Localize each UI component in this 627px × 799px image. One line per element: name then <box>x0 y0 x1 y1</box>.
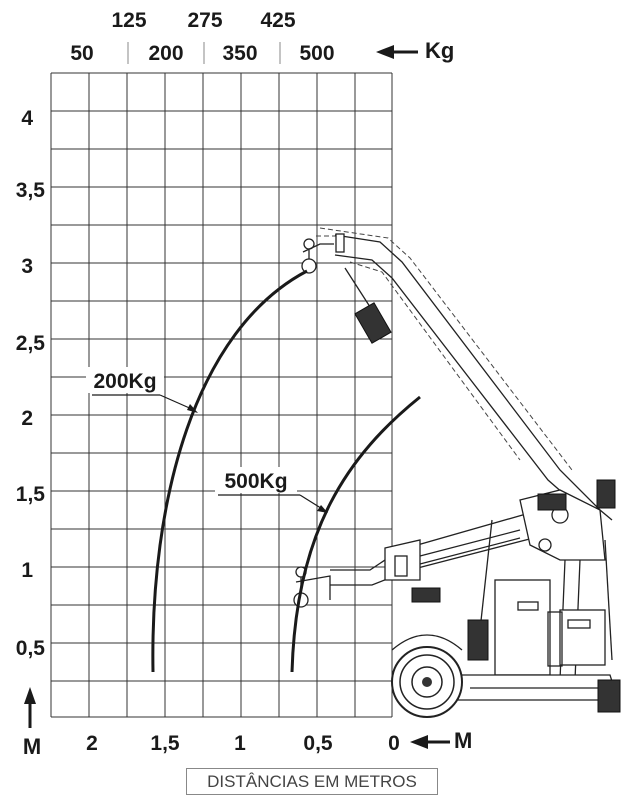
kg-label-275: 275 <box>187 9 222 32</box>
load-curve-200kg <box>151 269 308 673</box>
y-tick-3: 3 <box>21 255 33 278</box>
kg-label-425: 425 <box>260 9 295 32</box>
x-tick-1-5: 1,5 <box>150 732 180 755</box>
y-tick-3-5: 3,5 <box>16 179 46 202</box>
curve-label-500kg-text: 500Kg <box>224 470 287 493</box>
x-unit-label: M <box>454 728 472 753</box>
crane-machine-drawing <box>293 227 621 718</box>
y-tick-0-5: 0,5 <box>16 637 46 660</box>
y-axis: 4 3,5 3 2,5 2 1,5 1 0,5 M <box>16 107 46 759</box>
kg-label-500: 500 <box>299 42 334 65</box>
distance-caption: DISTÂNCIAS EM METROS <box>186 768 438 795</box>
x-axis: 2 1,5 1 0,5 0 M <box>86 728 472 755</box>
arrow-left-icon <box>376 45 418 59</box>
distance-caption-text: DISTÂNCIAS EM METROS <box>207 771 417 791</box>
kg-label-125: 125 <box>111 9 146 32</box>
y-tick-2: 2 <box>21 407 33 430</box>
load-curve-500kg <box>290 395 421 673</box>
kg-label-200: 200 <box>148 42 183 65</box>
x-tick-1: 1 <box>234 732 246 755</box>
hook-icon <box>301 238 334 274</box>
y-tick-1-5: 1,5 <box>16 483 46 506</box>
y-unit-label: M <box>23 734 41 759</box>
kg-label-350: 350 <box>222 42 257 65</box>
curve-label-200kg-text: 200Kg <box>93 370 156 393</box>
curve-label-500kg: 500Kg <box>215 467 328 513</box>
kg-unit-label: Kg <box>425 38 454 63</box>
kg-label-50: 50 <box>70 42 93 65</box>
top-load-scale: 125 275 425 50 200 350 500 Kg <box>70 9 454 65</box>
y-tick-1: 1 <box>21 559 33 582</box>
x-tick-0-5: 0,5 <box>303 732 333 755</box>
arrow-up-icon <box>24 687 36 728</box>
y-tick-4: 4 <box>21 107 33 130</box>
x-tick-2: 2 <box>86 732 98 755</box>
x-tick-0: 0 <box>388 732 400 755</box>
curve-label-200kg: 200Kg <box>86 367 198 413</box>
wheel-icon <box>391 634 463 718</box>
y-tick-2-5: 2,5 <box>16 332 46 355</box>
arrow-left-icon <box>410 735 450 749</box>
